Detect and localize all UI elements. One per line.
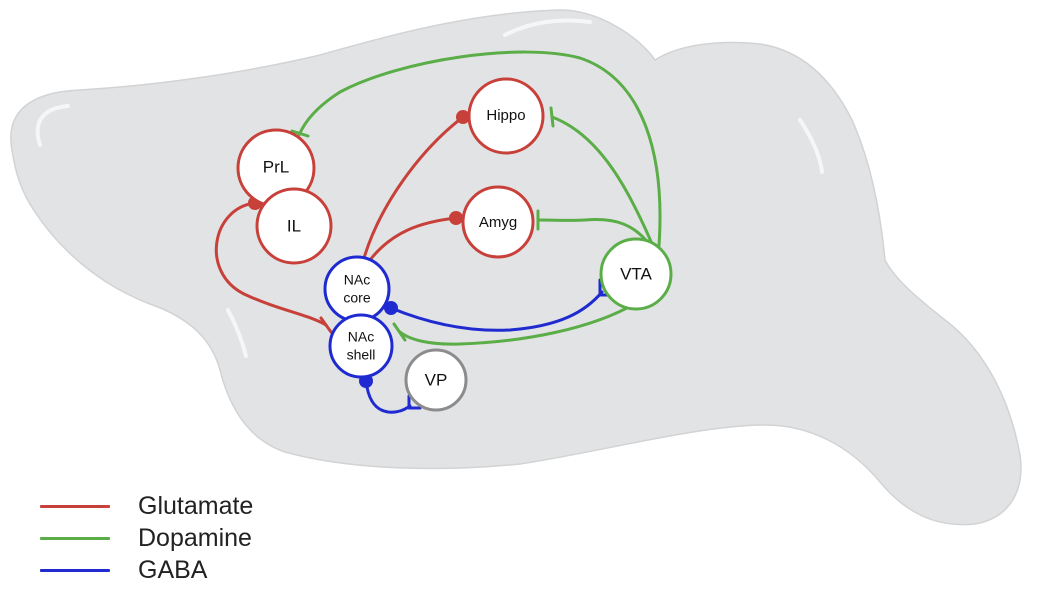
- pathway-terminal: [549, 106, 555, 128]
- brain-highlight: [35, 104, 70, 147]
- node-label: VP: [425, 370, 448, 389]
- node-label: shell: [347, 347, 376, 363]
- legend-label-glutamate: Glutamate: [138, 491, 254, 520]
- pathway-terminal: [319, 316, 333, 334]
- legend: Glutamate Dopamine GABA: [40, 490, 253, 586]
- legend-label-dopamine: Dopamine: [138, 523, 252, 552]
- legend-item-glutamate: Glutamate: [40, 490, 253, 522]
- node-label: Amyg: [479, 214, 517, 231]
- node-label: PrL: [263, 157, 289, 176]
- pathway-nac-core-to-vta: [389, 290, 604, 332]
- node-circle: [467, 77, 545, 155]
- node-label: IL: [287, 216, 301, 235]
- pathway-hippo-to-nac-core: [362, 115, 465, 260]
- legend-item-dopamine: Dopamine: [40, 522, 253, 554]
- legend-swatch-glutamate: [40, 504, 110, 508]
- node-vta: VTA: [599, 237, 673, 311]
- pathway-origin-dot: [449, 211, 463, 225]
- node-label: core: [343, 290, 370, 306]
- pathway-nac-shell-to-vp: [364, 379, 412, 414]
- legend-item-gaba: GABA: [40, 554, 253, 586]
- legend-swatch-gaba: [40, 568, 110, 572]
- node-circle: [461, 185, 535, 259]
- node-nac-core: NAc core: [323, 255, 391, 323]
- node-hippo: Hippo: [467, 77, 545, 155]
- node-circle: [255, 187, 333, 265]
- brain-highlight: [226, 308, 248, 358]
- node-circle: [404, 348, 468, 412]
- pathway-vta-to-nac-shell: [398, 301, 638, 346]
- pathway-vta-to-prl: [298, 50, 662, 260]
- pathway-il-to-nac-shell: [214, 201, 328, 327]
- node-amyg: Amyg: [461, 185, 535, 259]
- node-circle: [599, 237, 673, 311]
- pathway-origin-dot: [384, 301, 398, 315]
- pathway-terminal: [392, 322, 407, 342]
- brain-highlight: [503, 18, 592, 37]
- pathway-origin-dot: [456, 110, 470, 124]
- node-label: NAc: [344, 272, 370, 288]
- node-nac-shell: NAc shell: [328, 313, 394, 379]
- pathway-vta-to-hippo: [550, 115, 660, 260]
- node-il: IL: [255, 187, 333, 265]
- node-circle: [328, 313, 394, 379]
- pathway-amyg-to-nac-core: [368, 216, 458, 262]
- brain-highlight: [798, 118, 824, 174]
- pathway-terminal: [407, 394, 422, 410]
- node-label: VTA: [620, 264, 652, 283]
- node-label: NAc: [348, 329, 374, 345]
- node-vp: VP: [404, 348, 468, 412]
- legend-swatch-dopamine: [40, 536, 110, 540]
- legend-label-gaba: GABA: [138, 555, 208, 584]
- gaba-pathways: [359, 278, 614, 414]
- node-label: Hippo: [486, 107, 525, 124]
- pathway-vta-to-amyg: [538, 218, 660, 260]
